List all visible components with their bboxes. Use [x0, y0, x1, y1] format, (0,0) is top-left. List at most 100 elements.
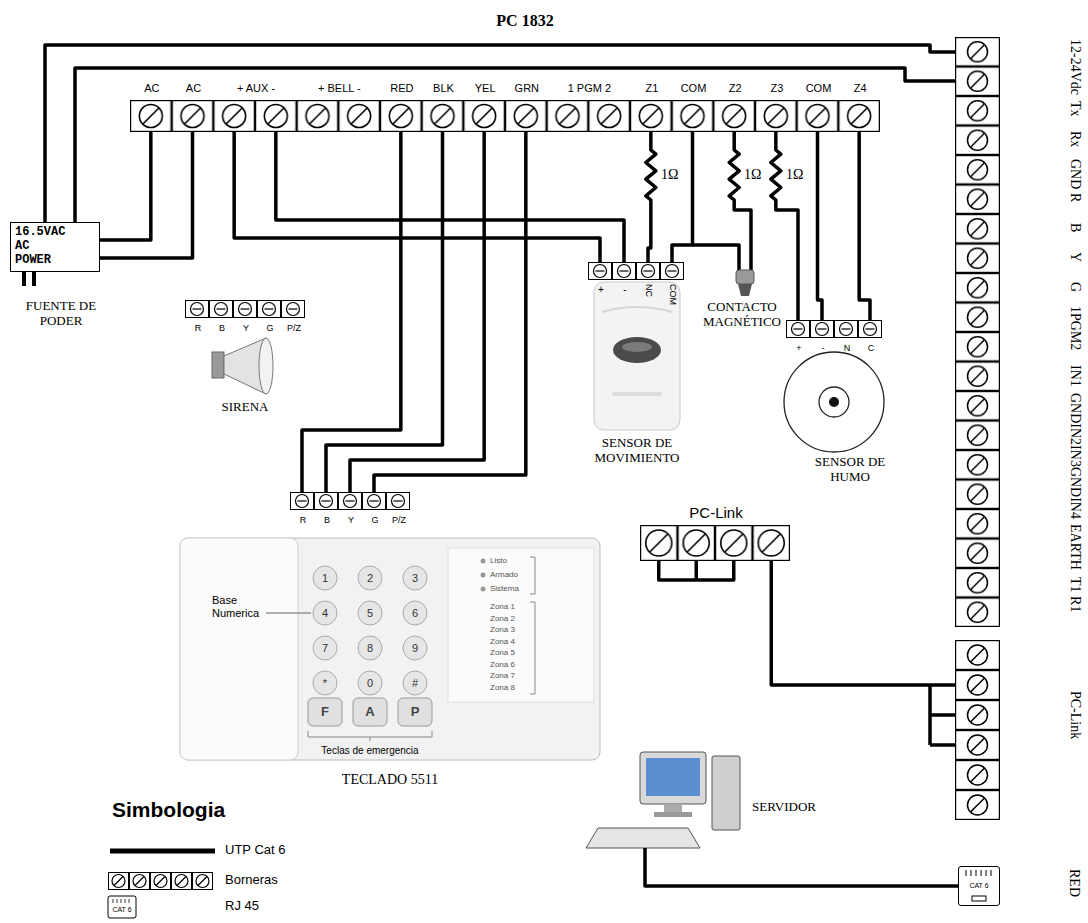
legend-label: RJ 45 [225, 899, 259, 914]
keypad-key [358, 601, 382, 625]
emergency-key [308, 698, 342, 726]
legend-label: UTP Cat 6 [225, 843, 285, 858]
keypad-terminals [290, 492, 410, 510]
indicator-label: Sistema [490, 584, 519, 593]
terminal-label: Rx [1067, 131, 1083, 147]
keypad-key [358, 671, 382, 695]
terminal-label: C [868, 343, 875, 353]
terminal-label: AC [144, 82, 159, 95]
indicator-led [481, 573, 486, 578]
keypad-key [403, 636, 427, 660]
keypad-cover [180, 538, 298, 760]
bracket [530, 557, 535, 594]
expansion-terminals [955, 37, 1000, 627]
smoke-terminals [786, 320, 882, 338]
siren-terminals [185, 300, 305, 318]
wire-connector [771, 132, 798, 320]
device-caption: TECLADO 5511 [342, 772, 438, 788]
monitor-stand [654, 812, 692, 817]
terminal-label: AC [186, 82, 201, 95]
indicator-led [481, 587, 486, 592]
wire-connector [100, 132, 193, 258]
resistor-value: 1Ω [786, 167, 803, 183]
key-label: 1 [322, 572, 328, 585]
contact-wire [693, 245, 740, 270]
emergency-key [353, 698, 387, 726]
terminal-label: 1PGM2 [1067, 306, 1083, 350]
bracket [530, 602, 535, 694]
terminal-label: IN1 [1067, 365, 1083, 387]
terminal-label: NC [644, 284, 654, 297]
smoke-detector-body [784, 352, 884, 452]
zone-indicator-label: Zona 5 [490, 648, 515, 657]
device-caption: SENSOR DE HUMO [800, 455, 900, 485]
zone-indicator-label: Zona 4 [490, 637, 515, 646]
zone-indicator-label: Zona 8 [490, 683, 515, 692]
wire-connector [276, 132, 624, 262]
magnetic-contact [736, 270, 754, 284]
emergency-key-label: A [365, 705, 374, 720]
siren-mount [212, 352, 224, 378]
terminal-label: G [266, 323, 273, 333]
keypad-key [358, 636, 382, 660]
terminal-label: 1 PGM 2 [568, 82, 611, 95]
key-label: # [412, 677, 418, 690]
magnetic-contact-base [738, 284, 752, 296]
rj45-jack: CAT 6RED [958, 866, 1000, 906]
terminal-label: 12-24Vdc [1067, 39, 1083, 95]
terminal-label: GNDIN2IN3GNDIN4 [1067, 393, 1083, 519]
terminal-label: CAT 6 [969, 882, 988, 890]
key-label: 7 [322, 642, 328, 655]
device-caption: SENSOR DE MOVIMIENTO [582, 436, 692, 466]
jack-pins [113, 899, 129, 903]
leader-line [266, 613, 311, 614]
keypad-key [313, 636, 337, 660]
server-tower [712, 756, 740, 830]
key-label: 2 [367, 572, 373, 585]
terminal-row [185, 300, 305, 318]
zone-indicator-label: Zona 7 [490, 671, 515, 680]
zone-indicator-label: Zona 1 [490, 602, 515, 611]
terminal-label: YEL [475, 82, 496, 95]
connector-group [45, 45, 955, 685]
keypad-body [180, 538, 600, 760]
indicator-panel [448, 548, 594, 702]
legend-line-sample [110, 849, 215, 854]
terminal-row [588, 262, 684, 280]
key-label: 8 [367, 642, 373, 655]
terminal-row [955, 37, 1000, 627]
terminal-label: R [195, 323, 202, 333]
terminal-label: RED [390, 82, 413, 95]
terminal-label: P/Z [392, 515, 406, 525]
wire-connector [350, 132, 484, 492]
terminal-label: G [1067, 282, 1083, 292]
power-supply-box: 16.5VAC AC POWERFUENTE DE PODER [10, 222, 100, 272]
connector-marking: CAT 6 [112, 906, 131, 914]
wire-connector [75, 68, 955, 222]
terminal-label: Z4 [854, 82, 867, 95]
terminal-label: - [623, 284, 626, 296]
sensor-lens-highlight [622, 342, 652, 352]
wire-connector [100, 132, 151, 240]
terminal-label: T1 R1 [1067, 577, 1083, 612]
device-caption: CONTACTO MAGNÉTICO [694, 300, 790, 330]
terminal-label: COM [806, 82, 832, 95]
legend-label: Borneras [225, 873, 278, 888]
terminal-label: R [300, 515, 307, 525]
server-keyboard [586, 828, 700, 848]
key-label: * [323, 677, 327, 690]
expansion-terminal-strip: 12-24VdcTxRxGNDRBYG1PGM2IN1GNDIN2IN3GNDI… [955, 37, 1000, 627]
terminal-label: + [796, 343, 801, 353]
legend-jack-sample [108, 896, 136, 918]
resistor-value: 1Ω [744, 167, 761, 183]
wire-connector [234, 132, 600, 262]
wire-connector [672, 132, 693, 262]
wire-connector [646, 132, 656, 262]
server-screen [646, 758, 700, 796]
smoke-detector-ring [819, 387, 849, 417]
motion-terminals [588, 262, 684, 280]
wire-connector [818, 132, 822, 320]
